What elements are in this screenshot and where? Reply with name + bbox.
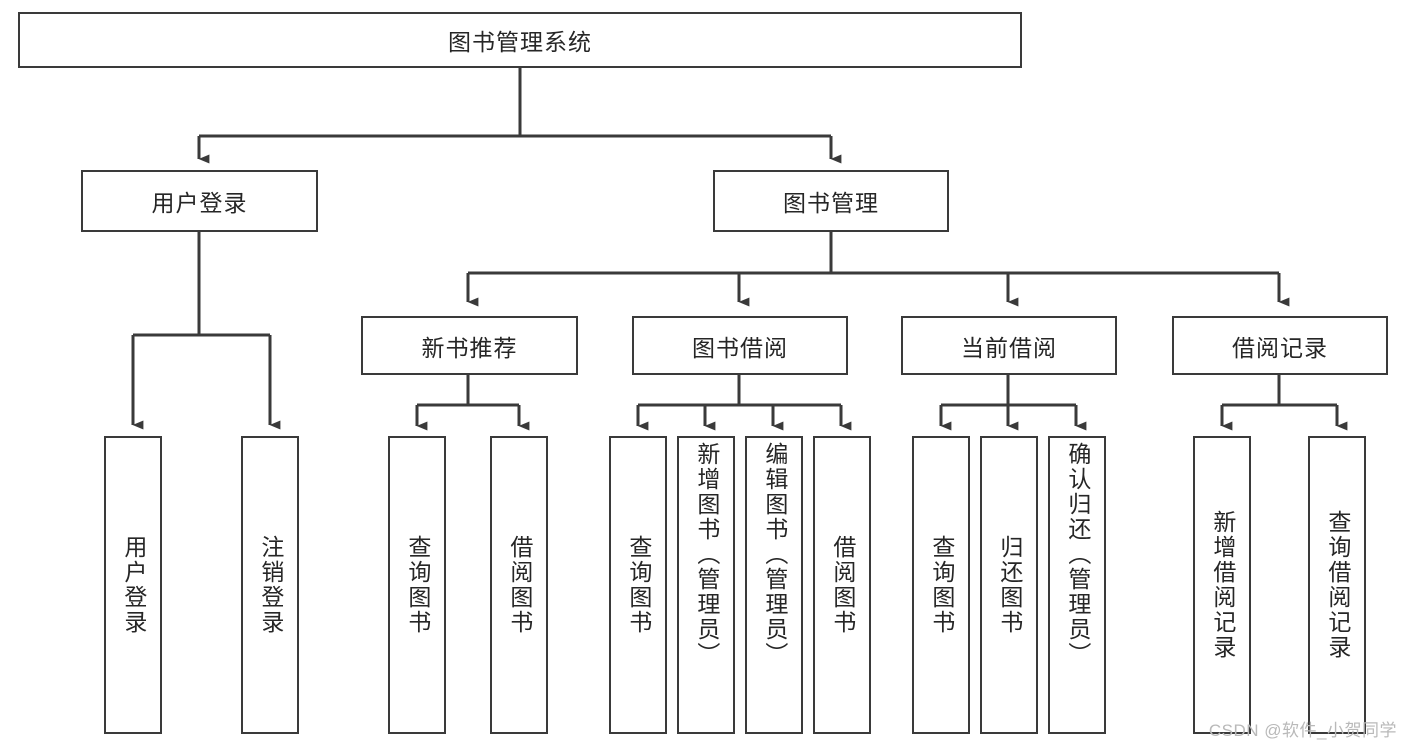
node-new-book-recommend[interactable]: 新书推荐 [361,316,578,375]
node-leaf-query-book-2-label: 查询图书 [625,535,652,635]
node-root-label: 图书管理系统 [448,29,592,55]
node-leaf-query-book-1[interactable]: 查询图书 [388,436,446,734]
node-leaf-edit-book-label: 编辑图书（管理员） [761,442,788,667]
node-leaf-return-book[interactable]: 归还图书 [980,436,1038,734]
node-leaf-query-record[interactable]: 查询借阅记录 [1308,436,1366,734]
node-leaf-borrow-book-1-label: 借阅图书 [506,535,533,635]
node-leaf-add-record-label: 新增借阅记录 [1209,510,1236,660]
node-leaf-confirm-return[interactable]: 确认归还（管理员） [1048,436,1106,734]
node-leaf-add-record[interactable]: 新增借阅记录 [1193,436,1251,734]
node-leaf-query-record-label: 查询借阅记录 [1324,510,1351,660]
node-book-manage-label: 图书管理 [783,190,879,216]
node-book-borrow[interactable]: 图书借阅 [632,316,848,375]
node-borrow-record[interactable]: 借阅记录 [1172,316,1388,375]
node-leaf-return-book-label: 归还图书 [996,535,1023,635]
node-leaf-query-book-1-label: 查询图书 [404,535,431,635]
node-user-login[interactable]: 用户登录 [81,170,318,232]
node-leaf-logout[interactable]: 注销登录 [241,436,299,734]
watermark-text: CSDN @软件_小贺同学 [1208,721,1397,740]
node-current-borrow-label: 当前借阅 [961,334,1057,361]
node-book-borrow-label: 图书借阅 [692,334,788,361]
node-new-book-recommend-label: 新书推荐 [421,334,518,361]
node-borrow-record-label: 借阅记录 [1232,334,1328,361]
node-book-manage[interactable]: 图书管理 [713,170,949,232]
node-leaf-add-book[interactable]: 新增图书（管理员） [677,436,735,734]
node-leaf-query-book-3[interactable]: 查询图书 [912,436,970,734]
node-leaf-borrow-book-2-label: 借阅图书 [829,535,856,635]
node-leaf-logout-label: 注销登录 [257,535,284,635]
node-leaf-query-book-3-label: 查询图书 [928,535,955,635]
node-leaf-borrow-book-1[interactable]: 借阅图书 [490,436,548,734]
node-leaf-user-login[interactable]: 用户登录 [104,436,162,734]
node-leaf-confirm-return-label: 确认归还（管理员） [1064,442,1091,667]
node-leaf-add-book-label: 新增图书（管理员） [693,442,720,667]
node-leaf-query-book-2[interactable]: 查询图书 [609,436,667,734]
node-root[interactable]: 图书管理系统 [18,12,1022,68]
node-leaf-edit-book[interactable]: 编辑图书（管理员） [745,436,803,734]
node-current-borrow[interactable]: 当前借阅 [901,316,1117,375]
node-user-login-label: 用户登录 [151,190,248,216]
node-leaf-borrow-book-2[interactable]: 借阅图书 [813,436,871,734]
node-leaf-user-login-label: 用户登录 [120,535,147,635]
